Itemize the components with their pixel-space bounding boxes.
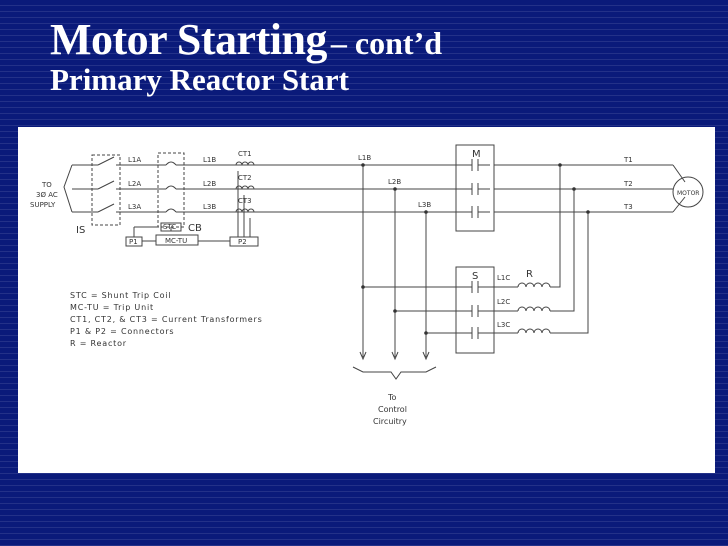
cb-box [157, 152, 185, 228]
legend-line-1: STC = Shunt Trip Coil [70, 291, 171, 300]
ct2-coil [235, 185, 255, 190]
label-l2b-right: L2B [388, 178, 401, 186]
junction-dots [361, 163, 590, 335]
label-l1a: L1A [128, 156, 141, 164]
label-ct1: CT1 [238, 150, 252, 158]
tap-arrows [359, 351, 430, 361]
diagram-panel: TO 3Ø AC SUPPLY IS CB STC MC-TU P1 P2 L1… [18, 127, 715, 473]
reactor-3 [517, 328, 551, 334]
m-contacts [471, 159, 479, 218]
slide-title: Motor Starting – cont’d [50, 18, 442, 62]
is-blade-2 [97, 180, 115, 190]
control-label-3: Circuitry [373, 417, 407, 426]
title-cont: – cont’d [330, 25, 443, 61]
r-label: R [526, 269, 533, 280]
stc-box [160, 222, 182, 232]
motor-label: MOTOR [677, 190, 699, 197]
mctu-label: MC-TU [165, 237, 187, 245]
label-l1c: L1C [497, 274, 510, 282]
label-l1b-left: L1B [203, 156, 216, 164]
slide-subtitle: Primary Reactor Start [50, 62, 349, 97]
is-label: IS [76, 225, 85, 236]
supply-bracket [63, 164, 73, 213]
mctu-box [155, 234, 199, 246]
label-t1: T1 [623, 156, 633, 164]
supply-label-3: SUPPLY [30, 201, 56, 209]
p1-label: P1 [129, 238, 138, 246]
label-ct2: CT2 [238, 174, 252, 182]
schematic-diagram: TO 3Ø AC SUPPLY IS CB STC MC-TU P1 P2 L1… [30, 144, 704, 426]
legend-line-2: MC-TU = Trip Unit [70, 303, 154, 312]
is-blade-1 [97, 156, 115, 166]
label-l3b-left: L3B [203, 203, 216, 211]
is-blade-3 [97, 203, 115, 213]
reactor-1 [517, 282, 551, 288]
label-l3a: L3A [128, 203, 141, 211]
label-l3c: L3C [497, 321, 510, 329]
m-contactor-box [455, 144, 495, 232]
reactor-returns [550, 165, 589, 334]
label-l2a: L2A [128, 180, 141, 188]
control-brace [352, 366, 437, 380]
m-label: M [472, 149, 481, 160]
label-l3b-right: L3B [418, 201, 431, 209]
supply-label-2: 3Ø AC [36, 191, 58, 199]
title-block: Motor Starting – cont’d Primary Reactor … [50, 18, 442, 97]
s-contactor-box [455, 266, 495, 354]
s-contacts [471, 281, 479, 339]
legend-line-5: R = Reactor [70, 339, 127, 348]
s-label: S [472, 271, 478, 282]
title-main: Motor Starting [50, 15, 327, 64]
motor-leads [672, 164, 686, 213]
is-box [91, 154, 121, 226]
label-ct3: CT3 [238, 197, 252, 205]
motor-circle [672, 176, 704, 208]
cb-contacts [165, 161, 177, 213]
ct1-coil [235, 161, 255, 166]
stc-label: STC [163, 223, 176, 231]
supply-label-1: TO [41, 181, 52, 189]
ct3-coil [235, 208, 255, 213]
reactor-2 [517, 306, 551, 312]
label-t2: T2 [623, 180, 633, 188]
label-l2c: L2C [497, 298, 510, 306]
label-t3: T3 [623, 203, 633, 211]
control-label-1: To [387, 393, 397, 402]
control-label-2: Control [378, 405, 407, 414]
label-l2b-left: L2B [203, 180, 216, 188]
legend-line-4: P1 & P2 = Connectors [70, 327, 174, 336]
p2-label: P2 [238, 238, 247, 246]
legend-line-3: CT1, CT2, & CT3 = Current Transformers [70, 315, 263, 324]
cb-label: CB [188, 223, 202, 234]
label-l1b-right: L1B [358, 154, 371, 162]
